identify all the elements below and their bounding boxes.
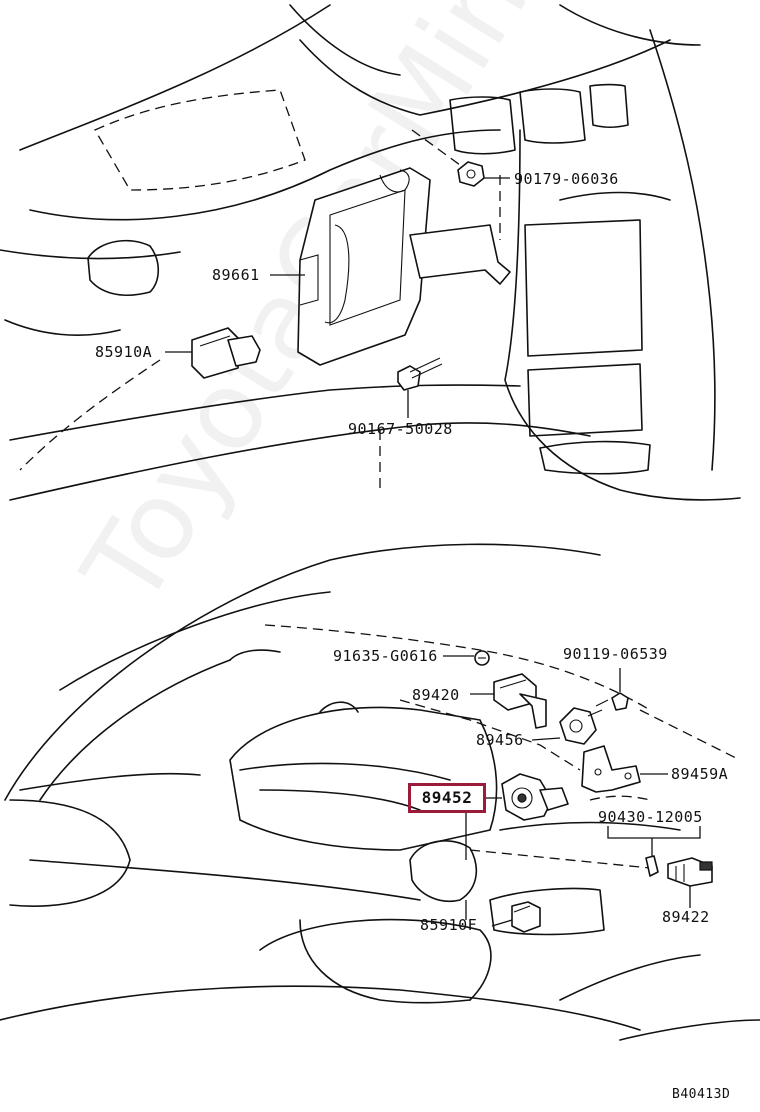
part-label-89452[interactable]: 89452 <box>421 788 473 807</box>
relay-a-graphic <box>191 327 261 379</box>
ecu-module-graphic <box>297 167 511 366</box>
map-sensor-graphic <box>493 673 547 729</box>
part-label-89459a[interactable]: 89459A <box>671 765 729 783</box>
part-label-90167-50028[interactable]: 90167-50028 <box>348 420 453 438</box>
gasket-graphic <box>645 855 659 877</box>
nut-graphic <box>457 161 485 187</box>
part-label-90119-06539[interactable]: 90119-06539 <box>563 645 668 663</box>
highlight-box-89452[interactable]: 89452 <box>408 783 486 813</box>
part-label-85910f[interactable]: 85910F <box>420 916 478 934</box>
bracket-graphic <box>581 745 641 793</box>
relay-f-graphic <box>511 901 541 933</box>
temp-sensor-graphic <box>667 857 713 887</box>
leader-lines <box>165 177 701 927</box>
part-label-89420[interactable]: 89420 <box>412 686 460 704</box>
part-label-90179-06036[interactable]: 90179-06036 <box>514 170 619 188</box>
part-label-89456[interactable]: 89456 <box>476 731 524 749</box>
flange-bolt-graphic <box>474 650 490 666</box>
engine-bay-view <box>0 543 760 1041</box>
figure-code: B40413D <box>672 1087 731 1102</box>
part-label-90430-12005[interactable]: 90430-12005 <box>598 808 703 826</box>
part-label-89661[interactable]: 89661 <box>212 266 260 284</box>
part-label-89422[interactable]: 89422 <box>662 908 710 926</box>
bolt-graphic <box>397 357 443 391</box>
small-bolt-graphic <box>595 692 629 711</box>
interior-view <box>0 4 741 501</box>
throttle-sensor-graphic <box>501 773 569 821</box>
sensor-89456-graphic <box>559 707 603 745</box>
part-label-85910a[interactable]: 85910A <box>95 343 153 361</box>
part-label-91635-g0616[interactable]: 91635-G0616 <box>333 647 438 665</box>
